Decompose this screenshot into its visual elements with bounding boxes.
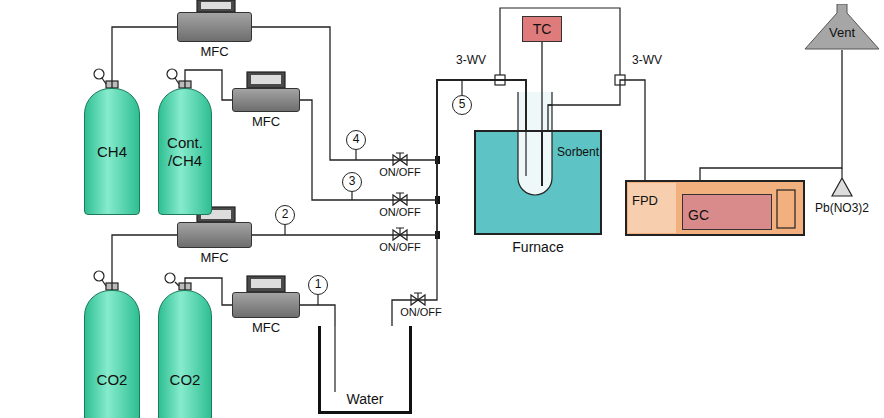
water-bubbler: Water bbox=[318, 326, 412, 414]
node-text: MFC bbox=[200, 251, 228, 266]
thermocouple-probe bbox=[541, 130, 543, 186]
callout-stem bbox=[461, 80, 462, 95]
callout-stem bbox=[284, 225, 285, 235]
display-screen bbox=[251, 75, 281, 84]
gc-body bbox=[625, 180, 805, 236]
display-housing bbox=[247, 276, 285, 292]
mass-flow-controller: MFC bbox=[232, 88, 300, 112]
trap-label: Pb(NO3)2 bbox=[815, 202, 869, 216]
callout-stem bbox=[351, 192, 352, 200]
pipe-line bbox=[300, 80, 526, 200]
fpd-panel bbox=[628, 183, 676, 233]
vent-hood: Vent bbox=[804, 4, 880, 50]
pipe-line bbox=[392, 80, 526, 326]
valve-label: 3-WV bbox=[456, 54, 486, 68]
gas-cylinder: CO2 bbox=[158, 290, 212, 418]
pressure-gauge bbox=[94, 271, 104, 281]
node-text: CO2 bbox=[170, 371, 201, 388]
pipe-line bbox=[541, 42, 542, 130]
node-text: GC bbox=[688, 207, 709, 223]
valve-label: 3-WV bbox=[632, 54, 662, 68]
node-text: MFC bbox=[200, 45, 228, 60]
callout-number: 4 bbox=[346, 130, 366, 150]
node-text: Cont. /CH4 bbox=[161, 134, 209, 169]
bypass-line bbox=[500, 8, 620, 80]
gas-cylinder: CO2 bbox=[84, 290, 140, 418]
mfc-display bbox=[247, 72, 285, 88]
node-text: MFC bbox=[252, 115, 280, 130]
mfc-display bbox=[197, 0, 235, 12]
display-screen bbox=[251, 279, 281, 288]
regulator bbox=[94, 69, 118, 88]
valve-symbol bbox=[393, 228, 407, 240]
feed-tube bbox=[525, 130, 526, 176]
pipe-line bbox=[112, 27, 177, 88]
display-screen bbox=[201, 2, 231, 9]
node-text: MFC bbox=[252, 321, 280, 336]
pressure-gauge bbox=[167, 69, 177, 79]
sorbent-tube bbox=[518, 92, 552, 195]
callout-number: 1 bbox=[308, 275, 328, 295]
node-text: Furnace bbox=[512, 239, 563, 255]
node-text: Sorbent bbox=[557, 146, 599, 160]
bubbler-tube bbox=[334, 326, 335, 392]
valve-label: ON/OFF bbox=[379, 166, 421, 179]
callout-number: 2 bbox=[275, 205, 295, 225]
node-text: CO2 bbox=[97, 371, 128, 388]
node-text: TC bbox=[533, 21, 552, 37]
gauge-stem bbox=[175, 282, 179, 286]
gas-cylinder: Cont. /CH4 bbox=[158, 88, 212, 215]
gc-panel bbox=[777, 190, 795, 228]
regulator bbox=[167, 69, 191, 88]
callout-number: 5 bbox=[452, 95, 472, 115]
mfc-display bbox=[247, 276, 285, 292]
mass-flow-controller: MFC bbox=[177, 12, 252, 42]
gas-cylinder: CH4 bbox=[84, 88, 140, 215]
node-text: CH4 bbox=[97, 143, 127, 160]
callout-number: 3 bbox=[342, 172, 362, 192]
pipe-line bbox=[112, 235, 177, 290]
furnace-box: SorbentFurnace bbox=[474, 130, 602, 235]
node-text: Vent bbox=[829, 26, 855, 41]
mass-flow-controller: MFC bbox=[177, 222, 252, 248]
valve-symbol bbox=[393, 193, 407, 205]
display-housing bbox=[247, 72, 285, 88]
valve-label: ON/OFF bbox=[400, 306, 442, 319]
gauge-stem bbox=[102, 280, 106, 286]
callout-stem bbox=[355, 150, 356, 160]
gc-housing: GC FPD bbox=[625, 180, 805, 236]
pipe-line bbox=[300, 305, 335, 326]
node-text: Water bbox=[347, 391, 384, 407]
gauge-stem bbox=[102, 78, 106, 84]
valve-label: ON/OFF bbox=[379, 206, 421, 219]
valve-label: ON/OFF bbox=[379, 241, 421, 254]
node-text: FPD bbox=[632, 194, 658, 209]
regulator bbox=[94, 271, 118, 290]
gc-column-box: GC bbox=[682, 194, 772, 230]
lead-nitrate-trap bbox=[832, 168, 852, 196]
pressure-gauge bbox=[165, 273, 175, 283]
thermocouple-box: TC bbox=[522, 16, 562, 42]
gauge-stem bbox=[175, 78, 179, 84]
valve-symbol bbox=[411, 293, 425, 305]
valve-symbol bbox=[393, 153, 407, 165]
pressure-gauge bbox=[94, 69, 104, 79]
callout-stem bbox=[317, 295, 318, 305]
regulator bbox=[165, 273, 191, 290]
display-housing bbox=[197, 0, 235, 12]
pipe-line bbox=[700, 50, 842, 180]
mass-flow-controller: MFC bbox=[232, 292, 300, 318]
hood-shape bbox=[805, 4, 879, 49]
